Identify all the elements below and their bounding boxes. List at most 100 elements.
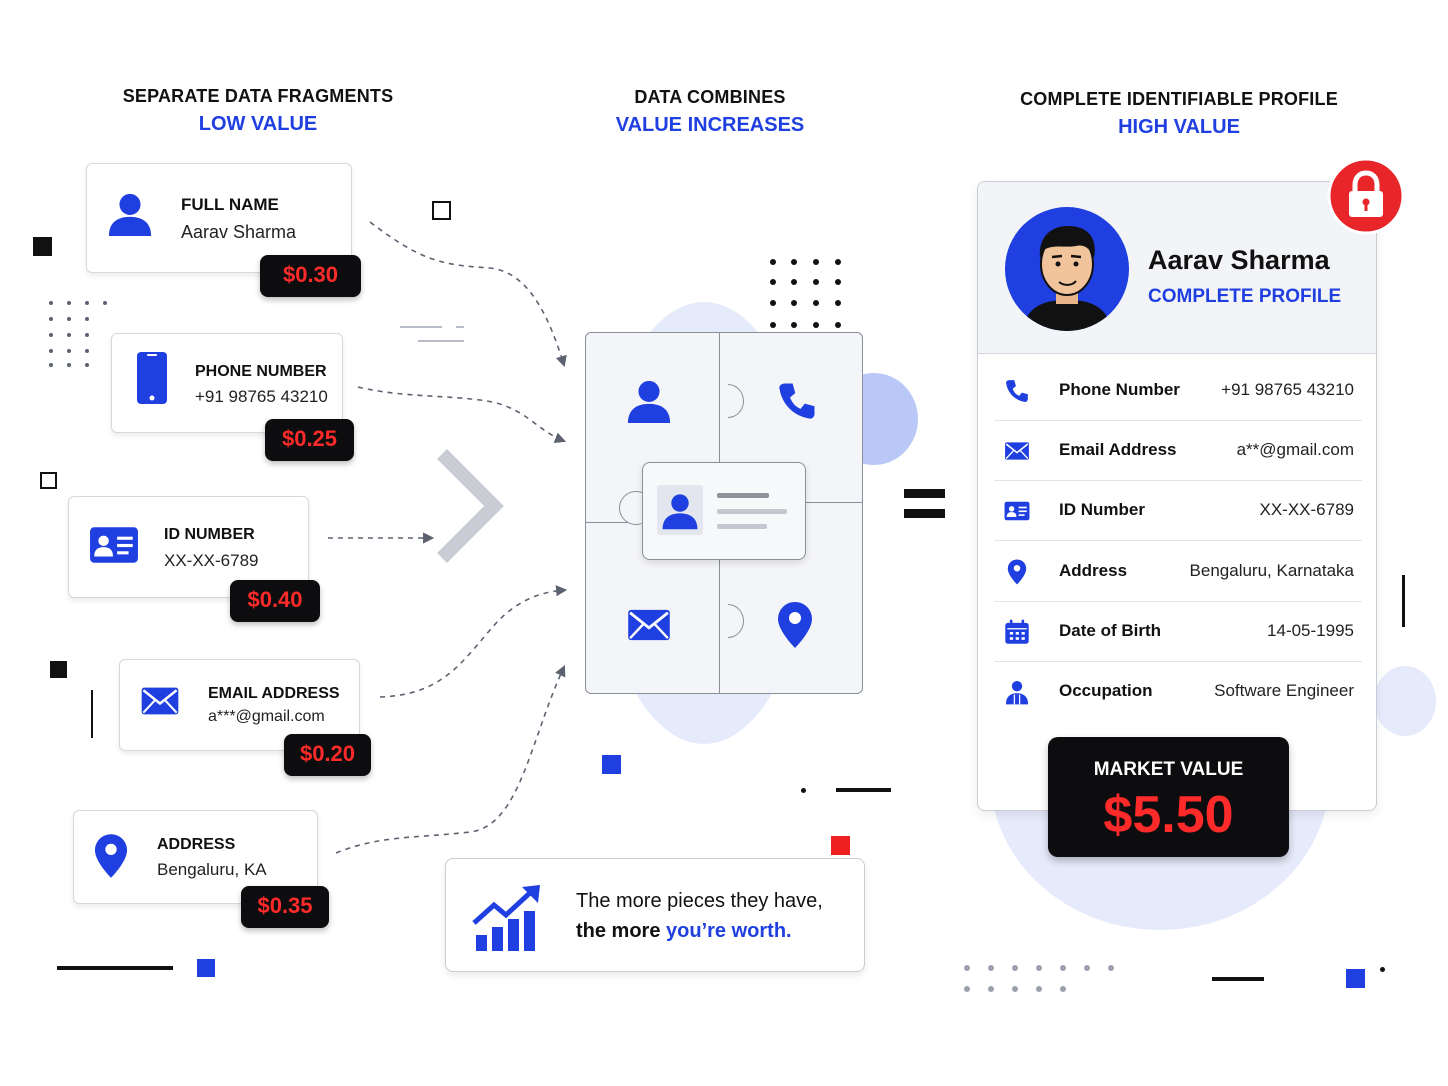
id-card-icon <box>1004 498 1030 524</box>
right-heading-title: COMPLETE IDENTIFIABLE PROFILE <box>1020 89 1338 109</box>
middle-heading-title: DATA COMBINES <box>634 87 786 107</box>
decor-square-outline <box>40 472 57 489</box>
fragment-value: +91 98765 43210 <box>195 387 328 406</box>
fragment-value: Aarav Sharma <box>181 222 297 242</box>
person-icon <box>107 188 153 240</box>
fragment-card-phone: PHONE NUMBER +91 98765 43210 <box>111 333 343 433</box>
price-tag: $0.30 <box>260 255 361 297</box>
left-column-heading: SEPARATE DATA FRAGMENTS LOW VALUE <box>108 86 408 136</box>
decor-dot <box>801 788 806 793</box>
row-value: +91 98765 43210 <box>1221 380 1354 399</box>
id-line <box>717 509 787 514</box>
connector-full-name <box>369 221 567 368</box>
decor-line <box>57 966 173 970</box>
decor-dot <box>1380 967 1385 972</box>
decor-line <box>418 340 464 342</box>
fragment-label: ADDRESS <box>157 836 236 853</box>
location-pin-icon <box>1004 559 1030 585</box>
id-card-icon <box>89 526 139 564</box>
decor-line <box>836 788 891 792</box>
tagline-box: The more pieces they have, the more you’… <box>445 858 865 972</box>
decor-square-red <box>831 836 850 855</box>
fragment-label: ID NUMBER <box>164 526 255 543</box>
row-value: 14-05-1995 <box>1267 621 1354 640</box>
profile-row-dob: Date of Birth 14-05-1995 <box>994 602 1362 662</box>
row-value: a**@gmail.com <box>1236 440 1354 459</box>
tagline-highlight: you’re worth. <box>666 920 792 942</box>
row-label: Email Address <box>1059 440 1177 459</box>
id-line <box>717 493 769 498</box>
row-label: Phone Number <box>1059 380 1180 399</box>
decor-circle <box>1374 666 1436 736</box>
fragment-value: a***@gmail.com <box>208 708 325 725</box>
connector-email <box>379 585 568 698</box>
fragment-value: XX-XX-6789 <box>164 551 259 570</box>
profile-status: COMPLETE PROFILE <box>1148 286 1342 307</box>
decor-line <box>1402 575 1405 627</box>
location-pin-icon <box>94 833 128 879</box>
profile-row-email: Email Address a**@gmail.com <box>994 421 1362 481</box>
decor-square-blue <box>602 755 621 774</box>
fragment-label: PHONE NUMBER <box>195 363 327 380</box>
middle-column-heading: DATA COMBINES VALUE INCREASES <box>560 87 860 137</box>
middle-heading-subtitle: VALUE INCREASES <box>615 114 805 136</box>
left-heading-title: SEPARATE DATA FRAGMENTS <box>122 86 394 106</box>
person-icon <box>661 489 699 533</box>
market-value-label: MARKET VALUE <box>1093 759 1244 780</box>
decor-square-black <box>50 661 67 678</box>
phone-icon <box>1004 378 1030 404</box>
decor-dot-grid <box>770 259 841 328</box>
worker-icon <box>1004 679 1030 705</box>
puzzle-piece-id-card <box>642 462 806 560</box>
decor-square-blue <box>197 959 215 977</box>
smartphone-icon <box>136 351 168 405</box>
tagline-line-1: The more pieces they have, <box>576 890 823 912</box>
decor-line <box>400 326 442 328</box>
connector-address <box>335 664 566 854</box>
price-tag: $0.20 <box>284 734 371 776</box>
profile-row-id: ID Number XX-XX-6789 <box>994 481 1362 541</box>
right-heading-subtitle: HIGH VALUE <box>1118 116 1240 138</box>
row-label: Address <box>1059 561 1128 580</box>
profile-card: Aarav Sharma COMPLETE PROFILE Phone Numb… <box>977 181 1377 811</box>
price-tag: $0.40 <box>230 580 320 622</box>
profile-name: Aarav Sharma <box>1148 245 1330 275</box>
fragment-label: EMAIL ADDRESS <box>208 685 340 702</box>
person-icon <box>626 375 672 427</box>
row-label: Date of Birth <box>1059 621 1161 640</box>
price-tag: $0.25 <box>265 419 354 461</box>
left-heading-subtitle: LOW VALUE <box>198 113 318 135</box>
tagline-line-2: the more you’re worth. <box>576 920 792 943</box>
decor-dot-grid <box>49 301 107 367</box>
decor-square-outline <box>432 201 451 220</box>
fragment-label: FULL NAME <box>181 195 279 214</box>
decor-line <box>91 690 93 738</box>
chevron-right-icon <box>437 449 504 563</box>
row-value: Bengaluru, Karnataka <box>1189 561 1354 580</box>
decor-square-blue <box>1346 969 1365 988</box>
decor-line <box>456 326 464 328</box>
decor-dot-grid <box>964 965 1114 992</box>
price-tag: $0.35 <box>241 886 329 928</box>
equals-sign <box>904 509 945 518</box>
row-label: Occupation <box>1059 681 1153 700</box>
avatar <box>1005 207 1129 331</box>
market-value-amount: $5.50 <box>1103 786 1234 844</box>
profile-row-phone: Phone Number +91 98765 43210 <box>994 361 1362 421</box>
profile-row-occupation: Occupation Software Engineer <box>994 662 1362 722</box>
right-column-heading: COMPLETE IDENTIFIABLE PROFILE HIGH VALUE <box>1009 89 1349 139</box>
row-value: Software Engineer <box>1214 681 1354 700</box>
row-label: ID Number <box>1059 500 1145 519</box>
decor-square-black <box>33 237 52 256</box>
decor-line <box>1212 977 1264 981</box>
growth-chart-icon <box>472 885 540 951</box>
profile-row-address: Address Bengaluru, Karnataka <box>994 542 1362 602</box>
phone-icon <box>776 379 818 423</box>
calendar-icon <box>1004 619 1030 645</box>
lock-icon <box>1327 157 1405 235</box>
market-value-box: MARKET VALUE $5.50 <box>1048 737 1289 857</box>
id-line <box>717 524 767 529</box>
envelope-icon <box>1004 438 1030 464</box>
connector-phone <box>357 386 567 444</box>
